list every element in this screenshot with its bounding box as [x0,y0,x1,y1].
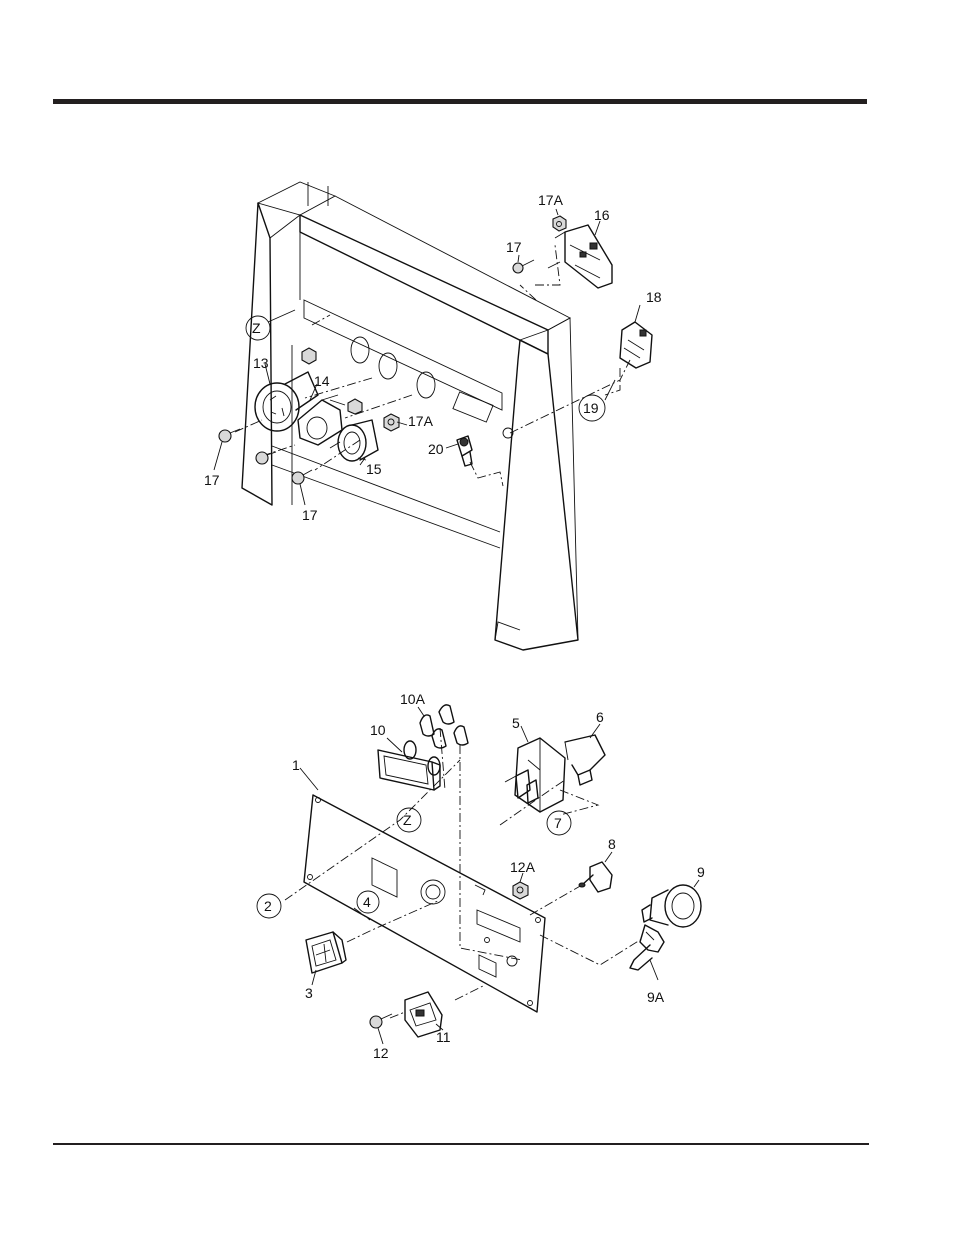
breaker-18 [620,322,652,368]
callout-3: 3 [305,985,313,1001]
lamp-housing-10 [378,741,440,790]
meter-3 [306,932,346,973]
nut-17A-mid [302,348,399,431]
nut-17A-top [553,216,566,231]
callout-5: 5 [512,715,520,731]
toggle-switch-8 [579,862,612,892]
receptacle-15 [330,420,378,465]
callout-14: 14 [314,373,330,389]
callout-10A: 10A [400,691,426,707]
callout-8: 8 [608,836,616,852]
callout-Z-upper: Z [252,320,261,336]
switch-20 [457,436,472,466]
bulbs-10A [420,705,468,748]
callout-20: 20 [428,441,444,457]
screw-17-top [513,260,534,273]
front-panel-plate [304,795,545,1012]
callout-13: 13 [253,355,269,371]
callout-7: 7 [554,815,562,831]
callout-9: 9 [697,864,705,880]
callout-19: 19 [583,400,599,416]
screw-12 [370,1014,392,1028]
bracket-6 [565,735,605,785]
callout-17-left: 17 [204,472,220,488]
callout-9A: 9A [647,989,665,1005]
callout-2: 2 [264,898,272,914]
callout-17A-mid: 17A [408,413,434,429]
callout-4: 4 [363,894,371,910]
lower-assembly: 10A 10 5 6 1 Z 7 8 12A 9 2 4 3 9A 12 11 [257,691,705,1061]
callout-18: 18 [646,289,662,305]
callout-17-bottom: 17 [302,507,318,523]
callout-12: 12 [373,1045,389,1061]
nut-12A [513,882,528,899]
screws-17 [219,429,312,484]
callout-Z-lower: Z [403,812,412,828]
callout-1: 1 [292,757,300,773]
callout-11: 11 [436,1029,451,1045]
key-switch-9 [642,885,701,927]
key-9A [630,925,664,970]
callout-16: 16 [594,207,610,223]
callout-12A: 12A [510,859,536,875]
callout-15: 15 [366,461,382,477]
callout-17A-top: 17A [538,192,564,208]
upper-assembly: 17A 16 17 18 Z 13 14 17A 19 20 17 15 17 [204,182,662,650]
receptacle-16 [548,225,612,288]
callout-6: 6 [596,709,604,725]
callout-17-top: 17 [506,239,522,255]
callout-10: 10 [370,722,386,738]
